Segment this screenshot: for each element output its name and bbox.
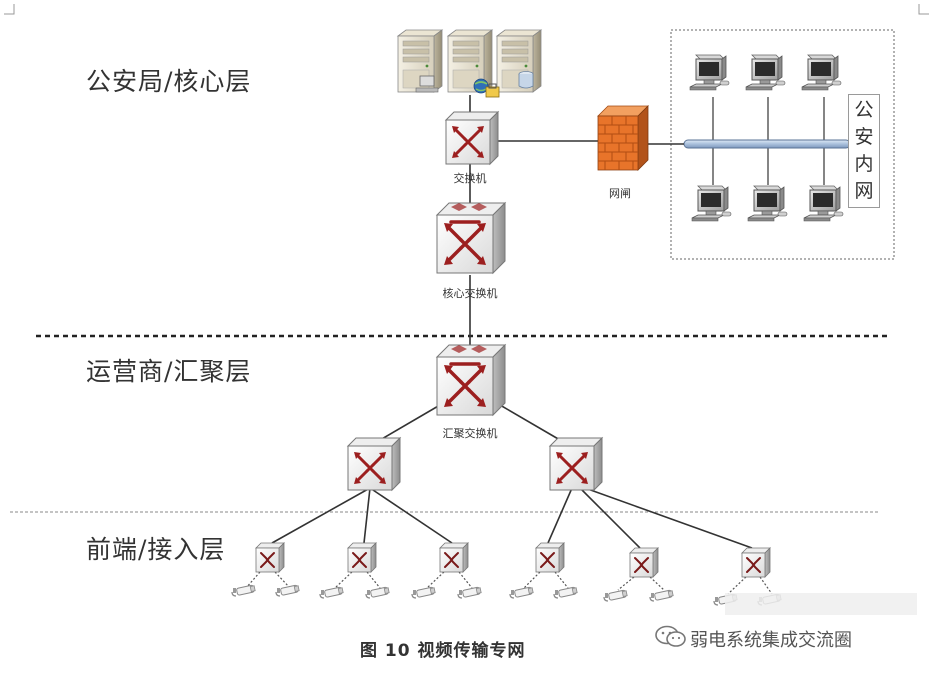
camera-drops [245,571,773,595]
link-right-a3 [584,487,753,549]
link-agg-left [379,404,441,441]
cctv-camera-icon [231,584,257,597]
workstation-icon [415,75,439,93]
desktop-computer-icon [801,54,842,91]
link-left-a3 [369,487,453,544]
gatekeeper-label: 网闸 [609,187,631,200]
intranet-bus [683,139,851,149]
network-switch-icon [548,436,604,492]
link-left-a2 [363,487,371,544]
figure-caption: 图 10 视频传输专网 [360,641,526,661]
network-switch-icon [741,547,771,578]
network-switch-icon [629,547,659,578]
intranet-label-char: 安 [854,126,874,148]
layer-label-access: 前端/接入层 [86,535,226,564]
layer-label-aggregation: 运营商/汇聚层 [86,357,252,386]
switch-label: 交换机 [453,172,487,185]
network-switch-icon [346,436,402,492]
wechat-icon [655,625,686,647]
core-switch-label: 核心交换机 [442,287,498,300]
cctv-camera-icon [411,586,437,599]
network-switch-icon [439,542,469,573]
intranet-label-char: 公 [854,99,874,121]
cctv-camera-icon [275,584,301,597]
desktop-computer-icon [803,185,844,222]
corner-mark-left [4,4,15,15]
server-cluster [397,29,542,98]
layer-label-core: 公安局/核心层 [86,67,252,96]
cctv-camera-icon [319,586,345,599]
network-switch-icon [435,343,507,417]
desktop-computer-icon [747,185,788,222]
corner-mark-right [918,4,929,15]
folder-lock-icon [485,83,500,98]
access-switches [255,542,771,578]
cctv-camera-icon [365,586,391,599]
network-switch-icon [535,542,565,573]
link-agg-right [499,404,561,441]
intranet-label-char: 网 [854,180,874,202]
network-switch-icon [435,201,507,275]
cctv-camera-icon [553,586,579,599]
link-right-a1 [547,487,573,544]
intranet-label: 公 安 内 网 [848,94,880,208]
cctv-camera-icon [457,586,483,599]
connection-lines [271,95,753,549]
link-left-a1 [271,487,371,544]
aggregation-switch-label: 汇聚交换机 [442,427,498,440]
cctv-camera-icon [603,589,629,602]
watermark-text: 弱电系统集成交流圈 [690,630,852,651]
globe-icon [473,78,489,94]
intranet-label-char: 内 [854,153,874,175]
watermark-backdrop [725,593,917,615]
network-switch-icon [347,542,377,573]
cameras [231,584,783,606]
database-icon [518,71,534,89]
firewall-brick-icon [597,105,649,171]
desktop-computer-icon [745,54,786,91]
cctv-camera-icon [649,589,675,602]
intranet-network [644,97,851,185]
link-right-a2 [579,487,641,549]
desktop-computer-icon [689,54,730,91]
cctv-camera-icon [509,586,535,599]
network-switch-icon [255,542,285,573]
desktop-computer-icon [691,185,732,222]
network-switch-icon [444,110,500,166]
